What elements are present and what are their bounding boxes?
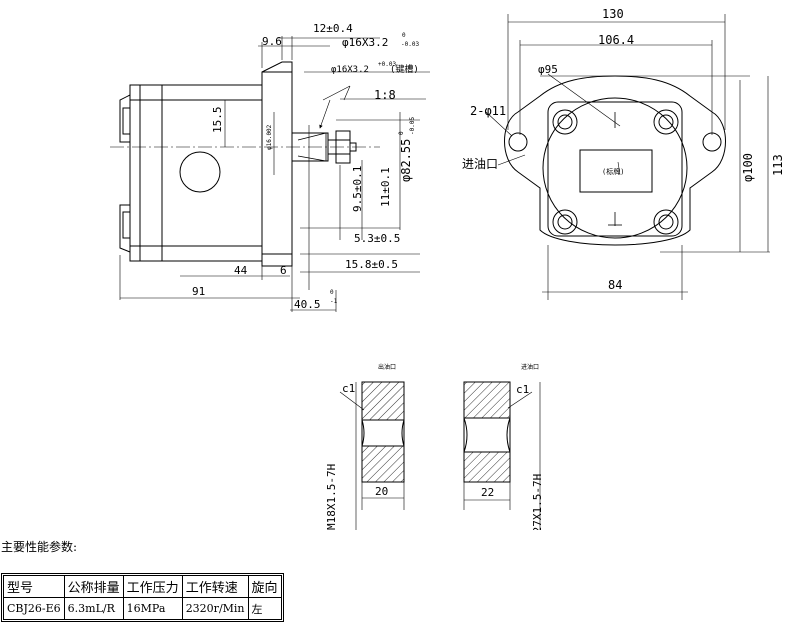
inlet-title: 进油口 xyxy=(521,363,539,371)
header-model: 型号 xyxy=(3,575,65,598)
dim-44: 44 xyxy=(234,264,248,277)
side-view: 12±0.4 9.6 φ16X3.2 0 -0.03 φ16X3.2 +0.03… xyxy=(110,22,430,312)
specs-caption: 主要性能参数: xyxy=(1,540,78,554)
dim-91: 91 xyxy=(192,285,205,298)
dim-phi16-tol-bot: -0.03 xyxy=(401,41,419,48)
dim-15-8: 15.8±0.5 xyxy=(345,258,398,271)
nameplate-label: (标牌) xyxy=(602,167,624,176)
inlet-label: 进油口 xyxy=(462,157,498,171)
bolt-heads xyxy=(552,109,679,235)
dim-phi16-tol-top: 0 xyxy=(402,32,406,39)
dim-phi82-tol-top: 0 xyxy=(398,131,405,135)
front-body xyxy=(547,101,683,237)
header-rotation: 旋向 xyxy=(247,575,282,598)
outlet-thread: M18X1.5-7H xyxy=(325,464,338,530)
dim-40-5-tol2: -1 xyxy=(330,298,338,305)
dim-113: 113 xyxy=(771,154,785,176)
dim-phi16-small: φ16.002 xyxy=(266,124,273,150)
outlet-width: 20 xyxy=(375,485,388,498)
specs-table: 型号 公称排量 工作压力 工作转速 旋向 CBJ26-E6 6.3mL/R 16… xyxy=(1,573,284,622)
dim-phi82: φ82.55 xyxy=(399,139,413,182)
inlet-thread: M27X1.5-7H xyxy=(531,474,544,530)
mount-hole-right xyxy=(702,132,722,152)
value-pressure: 16MPa xyxy=(122,597,183,620)
dim-phi16-key-tol: +0.03 xyxy=(378,61,396,68)
header-displacement: 公称排量 xyxy=(63,575,124,598)
dim-12: 12±0.4 xyxy=(313,22,353,35)
header-pressure: 工作压力 xyxy=(122,575,183,598)
dim-15-5: 15.5 xyxy=(211,107,224,134)
dim-phi16-key: φ16X3.2 xyxy=(331,65,369,75)
dim-phi82-tol-bot: -0.05 xyxy=(409,117,416,135)
side-port xyxy=(179,151,221,193)
dim-taper: 1:8 xyxy=(374,88,396,102)
dim-40-5-tol: 0 xyxy=(330,289,334,296)
dim-hole: 2-φ11 xyxy=(470,104,506,118)
nameplate xyxy=(579,149,653,193)
mounting-flange xyxy=(261,61,293,267)
front-view: 130 106.4 φ95 2-φ11 φ100 113 84 进油口 (标牌) xyxy=(462,7,785,300)
value-speed: 2320r/Min xyxy=(181,597,249,620)
dim-6: 6 xyxy=(280,264,287,277)
dim-130: 130 xyxy=(602,7,624,21)
dim-106-4: 106.4 xyxy=(598,33,634,47)
dim-9-6: 9.6 xyxy=(262,35,282,48)
dim-phi95: φ95 xyxy=(538,63,558,76)
dim-11: 11±0.1 xyxy=(379,167,392,207)
inlet-width: 22 xyxy=(481,486,494,499)
specs-header-row: 型号 公称排量 工作压力 工作转速 旋向 xyxy=(3,575,282,598)
specs-value-row: CBJ26-E6 6.3mL/R 16MPa 2320r/Min 左 xyxy=(3,597,282,620)
value-model: CBJ26-E6 xyxy=(3,597,65,620)
dim-5-3: 5.3±0.5 xyxy=(354,232,400,245)
pump-technical-drawing: 12±0.4 9.6 φ16X3.2 0 -0.03 φ16X3.2 +0.03… xyxy=(110,7,785,530)
inlet-chamfer: c1 xyxy=(516,383,529,396)
outlet-port-section: 出油口 c1 20 M18X1.5-7H xyxy=(325,363,405,530)
dim-84: 84 xyxy=(608,278,622,292)
dim-phi16-keyway: φ16X3.2 xyxy=(342,36,388,49)
dim-9-5: 9.5±0.1 xyxy=(351,166,364,212)
inlet-port-section: 进油口 c1 22 M27X1.5-7H xyxy=(463,363,544,530)
key-note: (键槽) xyxy=(390,63,419,75)
outlet-chamfer: c1 xyxy=(342,382,355,395)
header-speed: 工作转速 xyxy=(181,575,249,598)
pump-body-outline xyxy=(129,84,263,262)
value-displacement: 6.3mL/R xyxy=(63,597,124,620)
value-rotation: 左 xyxy=(247,597,282,620)
mount-hole-left xyxy=(508,132,528,152)
outlet-title: 出油口 xyxy=(378,363,396,371)
dim-40-5: 40.5 xyxy=(294,298,321,311)
dim-phi100: φ100 xyxy=(741,153,755,182)
